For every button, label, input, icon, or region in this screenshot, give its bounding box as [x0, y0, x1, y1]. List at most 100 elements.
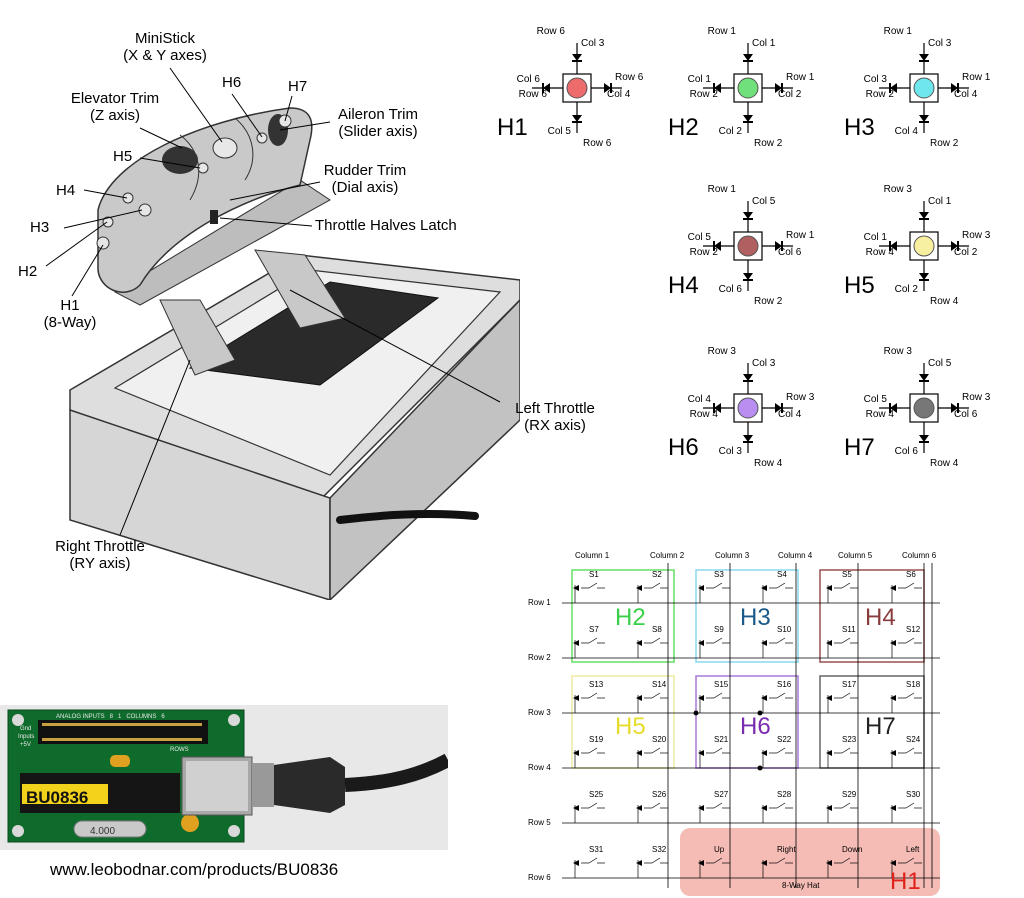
switch-s23-label: S23 [842, 735, 857, 744]
switch-s13-label: S13 [589, 680, 604, 689]
label-h1: H1(8-Way) [43, 297, 97, 331]
gnd-silk: Gnd [20, 726, 32, 732]
hat-h5-down1-label: Col 2 [894, 284, 918, 295]
hat-h2-up2-label: Col 1 [752, 38, 776, 49]
hat-name-h3: H3 [844, 114, 875, 141]
switch-s9-label: S9 [714, 625, 724, 634]
hat-h4-knob [122, 192, 134, 204]
switch-s28-diode [761, 805, 767, 811]
switch-s13-diode [573, 695, 579, 701]
chip-label: BU0836 [26, 788, 89, 807]
switch-s14-label: S14 [652, 680, 667, 689]
switch-s11-label: S11 [842, 625, 856, 634]
hat-h7-right1-label: Row 3 [962, 392, 991, 403]
row-label-3: Row 3 [528, 708, 551, 717]
label-h7: H7 [288, 78, 308, 95]
hat-h7-button [913, 397, 935, 419]
label-h3: H3 [30, 219, 50, 236]
switch-s19-label: S19 [589, 735, 604, 744]
hat-h7-right2-label: Col 6 [954, 409, 978, 420]
hat-h6-left1-label: Col 4 [687, 394, 711, 405]
column-label-1: Column 1 [575, 551, 610, 560]
hat-h4-left2-label: Row 2 [689, 247, 718, 258]
hat-h2-right2-label: Col 2 [778, 89, 802, 100]
junction-dot [757, 765, 763, 771]
hat-h6-button [737, 397, 759, 419]
hat-h5-down2-label: Row 4 [930, 296, 959, 307]
group-box-h2 [571, 569, 675, 663]
switch-s6 [905, 582, 915, 589]
switch-s10 [776, 637, 786, 644]
hat-h4-button [737, 235, 759, 257]
switch-s5 [841, 582, 851, 589]
hat-h1-button [566, 77, 588, 99]
switch-s18-label: S18 [906, 680, 921, 689]
switch-s3 [713, 582, 723, 589]
switch-s27-label: S27 [714, 790, 729, 799]
latch-switch [210, 210, 218, 224]
hat-h3-down2-label: Row 2 [930, 138, 959, 149]
hat-switch-up-diode [698, 860, 704, 866]
label-h2: H2 [18, 263, 38, 280]
switch-s6-diode [890, 585, 896, 591]
switch-matrix [562, 563, 940, 896]
label-right-throttle: Right Throttle(RY axis) [55, 538, 145, 572]
hat-h6-up2-label: Col 3 [752, 358, 776, 369]
column-label-4: Column 4 [778, 551, 813, 560]
hat-h2-button [737, 77, 759, 99]
hat-switch-left [905, 857, 915, 864]
group-box-h3 [695, 569, 799, 663]
base-side [329, 298, 520, 600]
hat-h6-knob [256, 132, 268, 144]
switch-s25-label: S25 [589, 790, 604, 799]
hat-h4-down1-label: Col 6 [718, 284, 742, 295]
switch-s4-label: S4 [777, 570, 787, 579]
switch-s7 [588, 637, 598, 644]
group-label-h2: H2 [615, 604, 646, 631]
label-rudder-trim: Rudder Trim(Dial axis) [323, 162, 407, 196]
switch-s16-label: S16 [777, 680, 792, 689]
product-url[interactable]: www.leobodnar.com/products/BU0836 [50, 860, 339, 879]
hat-h6-right1-label: Row 3 [786, 392, 815, 403]
hat-h2-knob [102, 216, 114, 228]
elevator-trim-wheel [162, 146, 198, 174]
hat-h1-left1-label: Col 6 [516, 74, 540, 85]
hat-switch-left-diode [890, 860, 896, 866]
row-label-6: Row 6 [528, 873, 551, 882]
hat-switch-up-label: Up [714, 845, 725, 854]
hat-switch-right [776, 857, 786, 864]
hat-h5-left1-label: Col 1 [863, 232, 887, 243]
switch-s26-label: S26 [652, 790, 667, 799]
switch-s15 [713, 692, 723, 699]
label-h4: H4 [56, 182, 76, 199]
switch-s21 [713, 747, 723, 754]
column-label-3: Column 3 [715, 551, 750, 560]
switch-s10-label: S10 [777, 625, 792, 634]
arm-plate [113, 179, 331, 306]
crystal [73, 820, 147, 838]
switch-s7-diode [573, 640, 579, 646]
hat-h6-right2-label: Col 4 [778, 409, 802, 420]
group-label-h5: H5 [615, 713, 646, 740]
switch-s26-diode [636, 805, 642, 811]
left-throttle-arm [159, 299, 236, 376]
switch-s20-label: S20 [652, 735, 667, 744]
hat-h5-right1-label: Row 3 [962, 230, 991, 241]
junction-dot [693, 710, 699, 716]
hat-h3-left1-label: Col 3 [863, 74, 887, 85]
switch-s22-label: S22 [777, 735, 792, 744]
switch-s21-label: S21 [714, 735, 729, 744]
hat-h3-right2-label: Col 4 [954, 89, 978, 100]
hat-h7-left1-label: Col 5 [863, 394, 887, 405]
switch-s23-diode [826, 750, 832, 756]
switch-s29-label: S29 [842, 790, 857, 799]
column-label-6: Column 6 [902, 551, 937, 560]
switch-s11-diode [826, 640, 832, 646]
switch-s21-diode [698, 750, 704, 756]
hat-h5-left2-label: Row 4 [865, 247, 894, 258]
row-label-5: Row 5 [528, 818, 551, 827]
label-latch: Throttle Halves Latch [315, 217, 457, 234]
hat-switch-up [713, 857, 723, 864]
switch-s2 [651, 582, 661, 589]
switch-s24-label: S24 [906, 735, 921, 744]
